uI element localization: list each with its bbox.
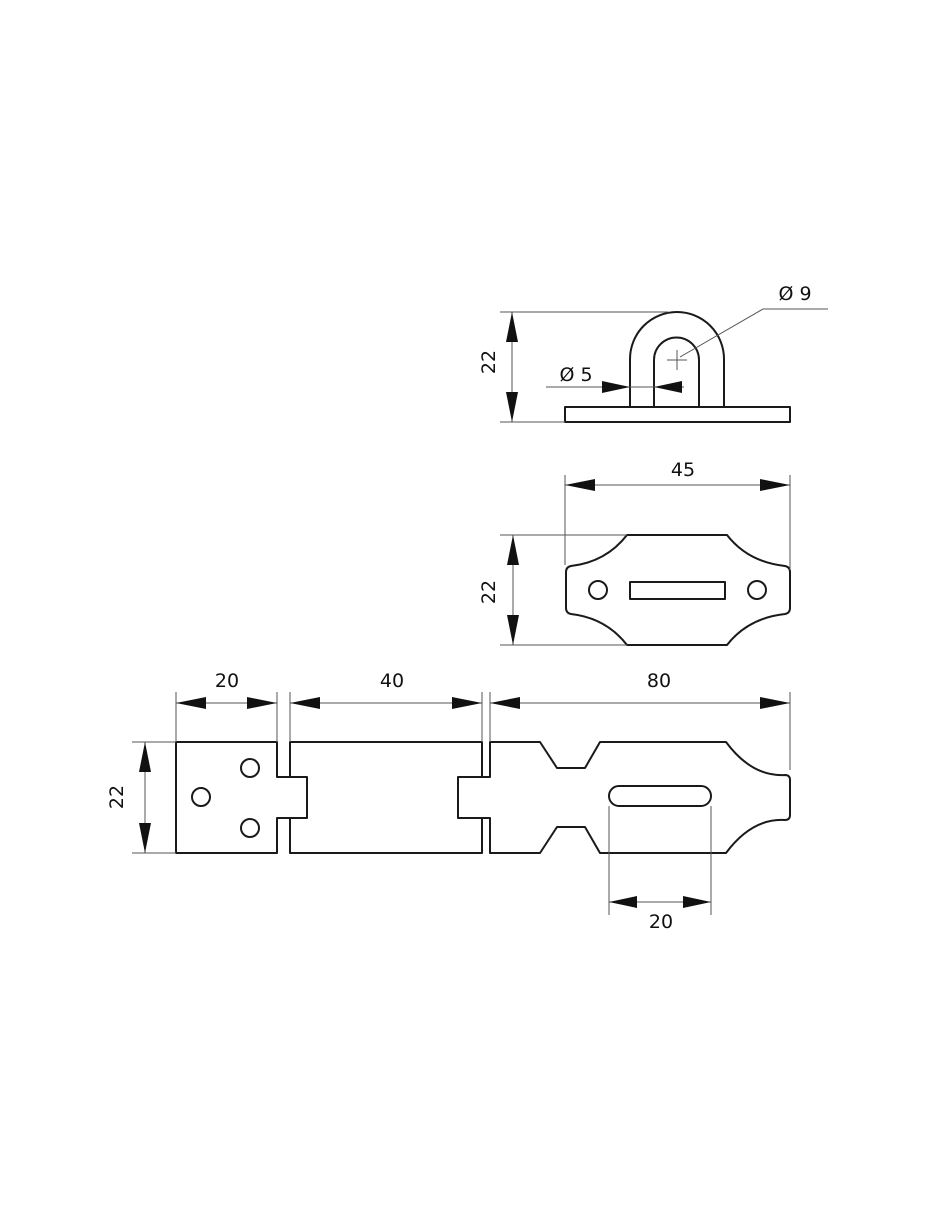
width-dimension-lines	[564, 475, 791, 570]
screw-hole	[191, 787, 211, 807]
arrow-down	[139, 823, 151, 853]
arrow-right	[760, 479, 790, 491]
arrow-right	[760, 697, 790, 709]
screw-hole	[588, 580, 608, 600]
slot-length-label: 20	[649, 911, 673, 933]
arrow-up	[506, 312, 518, 342]
loop-diameter-label: Ø 9	[778, 283, 811, 305]
slot-dimension-lines	[608, 806, 712, 915]
hasp-width-label: 80	[647, 670, 671, 692]
staple-plan-view: 45 22	[478, 459, 791, 646]
hasp-middle-section	[289, 741, 483, 854]
staple-slot	[629, 581, 726, 600]
length-dimension-lines	[175, 692, 791, 770]
plan-width-label: 45	[671, 459, 695, 481]
hasp-slot	[608, 785, 712, 807]
middle-width-label: 40	[380, 670, 404, 692]
loop-inner	[653, 336, 700, 407]
arrow-left	[565, 479, 595, 491]
arrow-left	[176, 697, 206, 709]
side-height-label: 22	[478, 350, 500, 374]
arrow-left	[290, 697, 320, 709]
height-dimension-lines	[132, 741, 176, 854]
arrow-right	[247, 697, 277, 709]
loop-diameter-leader	[679, 308, 828, 358]
center-mark	[667, 350, 687, 370]
base-plate-side	[564, 406, 791, 423]
screw-hole	[747, 580, 767, 600]
hasp-height-label: 22	[106, 785, 128, 809]
screw-hole	[240, 758, 260, 778]
staple-side-view: 22 Ø 9 Ø 5	[478, 283, 828, 423]
leaf-width-label: 20	[215, 670, 239, 692]
arrow-right	[452, 697, 482, 709]
arrow-down	[506, 392, 518, 422]
hasp-leaf	[175, 741, 308, 854]
hasp-view: 20 40 80 22 20	[106, 670, 791, 933]
screw-hole	[240, 818, 260, 838]
arrow-right	[602, 381, 630, 393]
hasp-strap	[457, 741, 791, 854]
loop-outer	[629, 311, 725, 407]
arrow-left	[654, 381, 682, 393]
hole-diameter-label: Ø 5	[559, 364, 592, 386]
arrow-up	[139, 742, 151, 772]
arrow-left	[609, 896, 637, 908]
arrow-left	[490, 697, 520, 709]
arrow-up	[507, 535, 519, 565]
arrow-down	[507, 615, 519, 645]
plan-height-label: 22	[478, 580, 500, 604]
plate-outline	[565, 534, 791, 646]
arrow-right	[683, 896, 711, 908]
